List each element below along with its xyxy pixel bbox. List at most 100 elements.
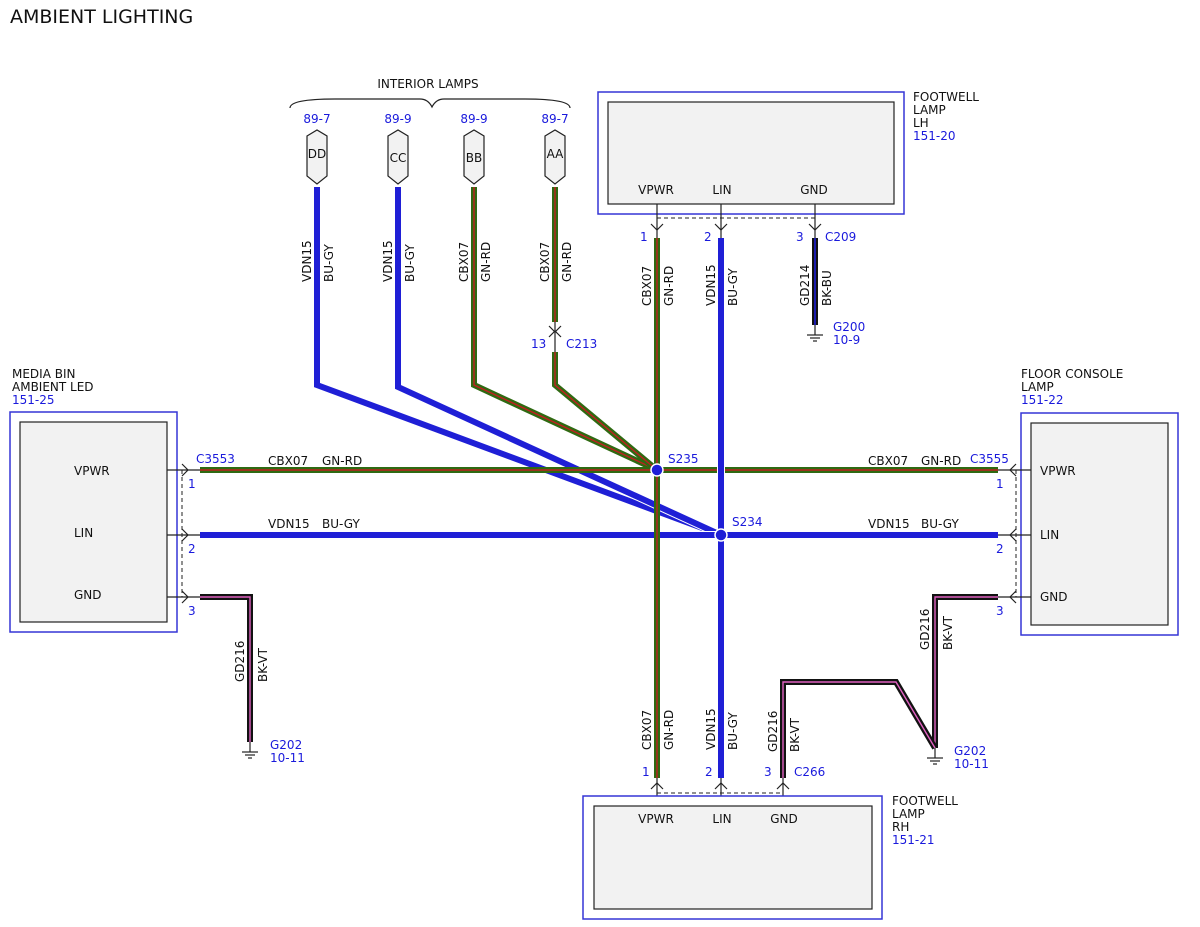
footwell-lh-pin-vpwr-label: VPWR — [638, 183, 674, 197]
floor-console-vpwr-circuit: CBX07 — [868, 454, 908, 468]
footwell-lh-pin-2: 2 — [704, 230, 712, 244]
media-bin-pin-2: 2 — [188, 542, 196, 556]
footwell-lh-pin-lin-label: LIN — [712, 183, 731, 197]
floor-console-pin-gnd-label: GND — [1040, 590, 1068, 604]
lamp-aa-wire: GN-RD — [560, 242, 574, 282]
footwell-rh-lin-circuit: VDN15 — [704, 708, 718, 750]
media-bin-lin-wire: BU-GY — [322, 517, 360, 531]
footwell-rh-ref: 151-21 — [892, 833, 935, 847]
media-bin-pin-1: 1 — [188, 477, 196, 491]
ground-g200-name: G200 — [833, 320, 865, 334]
splice-s235-label: S235 — [668, 452, 699, 466]
splice-s234-label: S234 — [732, 515, 763, 529]
floor-console-name-2: LAMP — [1021, 380, 1054, 394]
wire-gd216-floor-console — [932, 594, 998, 748]
footwell-lamp-rh: CBX07 GN-RD VDN15 BU-GY GD216 BK-VT 1 2 … — [582, 708, 958, 920]
floor-console-pin-1: 1 — [996, 477, 1004, 491]
footwell-lh-vpwr-wire: GN-RD — [662, 266, 676, 306]
wire-cc-vdn15 — [394, 187, 723, 539]
footwell-rh-vpwr-wire: GN-RD — [662, 710, 676, 750]
floor-console-vpwr-wire: GN-RD — [921, 454, 961, 468]
c213-label: C213 — [566, 337, 597, 351]
footwell-lh-pin-3: 3 — [796, 230, 804, 244]
footwell-lh-pin-gnd-label: GND — [800, 183, 828, 197]
footwell-rh-pin-2: 2 — [705, 765, 713, 779]
media-bin-pin-lin-label: LIN — [74, 526, 93, 540]
footwell-lh-ref: 151-20 — [913, 129, 956, 143]
ground-g202-right-name: G202 — [954, 744, 986, 758]
page-title: AMBIENT LIGHTING — [10, 6, 193, 28]
lamp-cc-id: CC — [390, 151, 407, 165]
interior-lamps-brace — [289, 98, 571, 109]
inline-connector-c213 — [548, 322, 562, 352]
splice-s234 — [714, 528, 728, 542]
lamp-dd-circuit: VDN15 — [300, 240, 314, 282]
lamp-cc-wire: BU-GY — [403, 244, 417, 282]
footwell-lamp-lh: VPWR LIN GND FOOTWELL LAMP LH 151-20 1 2… — [597, 90, 979, 347]
floor-console-lin-wire: BU-GY — [921, 517, 959, 531]
ground-g202-right-icon — [927, 748, 943, 765]
floor-console-lin-circuit: VDN15 — [868, 517, 910, 531]
lamp-aa-ref: 89-7 — [541, 112, 568, 126]
lamp-cc-circuit: VDN15 — [381, 240, 395, 282]
footwell-rh-connector: C266 — [794, 765, 825, 779]
lamp-cc-connector-shape — [387, 129, 409, 185]
lamp-bb-circuit: CBX07 — [457, 242, 471, 282]
c213-pin: 13 — [531, 337, 546, 351]
floor-console-ref: 151-22 — [1021, 393, 1064, 407]
ground-g200-ref: 10-9 — [833, 333, 860, 347]
lamp-cc-ref: 89-9 — [384, 112, 411, 126]
footwell-lh-name-2: LAMP — [913, 103, 946, 117]
lamp-dd-wire: BU-GY — [322, 244, 336, 282]
wire-aa-cbx07-lower — [552, 352, 659, 473]
media-bin-pin-gnd-label: GND — [74, 588, 102, 602]
wire-gd216-media-bin — [200, 594, 253, 742]
footwell-rh-pin-1: 1 — [642, 765, 650, 779]
footwell-rh-vpwr-circuit: CBX07 — [640, 710, 654, 750]
footwell-lh-lin-wire: BU-GY — [726, 268, 740, 306]
footwell-lh-name-3: LH — [913, 116, 929, 130]
footwell-lh-pin-1: 1 — [640, 230, 648, 244]
lamp-aa-connector-shape — [544, 129, 566, 185]
footwell-lh-connector: C209 — [825, 230, 856, 244]
media-bin-vpwr-wire: GN-RD — [322, 454, 362, 468]
lamp-dd-connector-shape — [306, 129, 328, 185]
footwell-rh-gnd-circuit: GD216 — [766, 711, 780, 752]
footwell-lh-vpwr-circuit: CBX07 — [640, 266, 654, 306]
footwell-rh-pin-vpwr-label: VPWR — [638, 812, 674, 826]
floor-console-name-1: FLOOR CONSOLE — [1021, 367, 1123, 381]
lamp-dd-ref: 89-7 — [303, 112, 330, 126]
floor-console-pin-2: 2 — [996, 542, 1004, 556]
lamp-aa-id: AA — [547, 147, 565, 161]
media-bin-name-1: MEDIA BIN — [12, 367, 76, 381]
footwell-rh-gnd-wire: BK-VT — [788, 717, 802, 752]
ground-g202-right-ref: 10-11 — [954, 757, 989, 771]
lamp-bb-connector-shape — [463, 129, 485, 185]
media-bin-gnd-circuit: GD216 — [233, 641, 247, 682]
ground-g202-left-icon — [242, 742, 258, 759]
footwell-rh-pin-gnd-label: GND — [770, 812, 798, 826]
floor-console-pin-3: 3 — [996, 604, 1004, 618]
media-bin-lin-circuit: VDN15 — [268, 517, 310, 531]
interior-lamps-label: INTERIOR LAMPS — [377, 77, 478, 91]
floor-console-gnd-wire: BK-VT — [941, 615, 955, 650]
floor-console-pin-vpwr-label: VPWR — [1040, 464, 1076, 478]
media-bin-connector: C3553 — [196, 452, 235, 466]
lamp-bb-ref: 89-9 — [460, 112, 487, 126]
floor-console-lamp: FLOOR CONSOLE LAMP 151-22 VPWR LIN GND C… — [868, 367, 1179, 771]
media-bin-pin-3: 3 — [188, 604, 196, 618]
ground-g200-icon — [807, 325, 823, 342]
lamp-dd-id: DD — [308, 147, 326, 161]
media-bin-gnd-wire: BK-VT — [256, 647, 270, 682]
floor-console-connector: C3555 — [970, 452, 1009, 466]
ground-g202-left-ref: 10-11 — [270, 751, 305, 765]
lamp-bb-id: BB — [466, 151, 482, 165]
footwell-rh-name-2: LAMP — [892, 807, 925, 821]
ground-g202-left-name: G202 — [270, 738, 302, 752]
lamp-aa-circuit: CBX07 — [538, 242, 552, 282]
wire-gd216-footwell-rh — [780, 679, 938, 778]
media-bin-name-2: AMBIENT LED — [12, 380, 94, 394]
lamp-bb-wire: GN-RD — [479, 242, 493, 282]
media-bin-ambient-led: MEDIA BIN AMBIENT LED 151-25 VPWR LIN GN… — [9, 367, 362, 765]
